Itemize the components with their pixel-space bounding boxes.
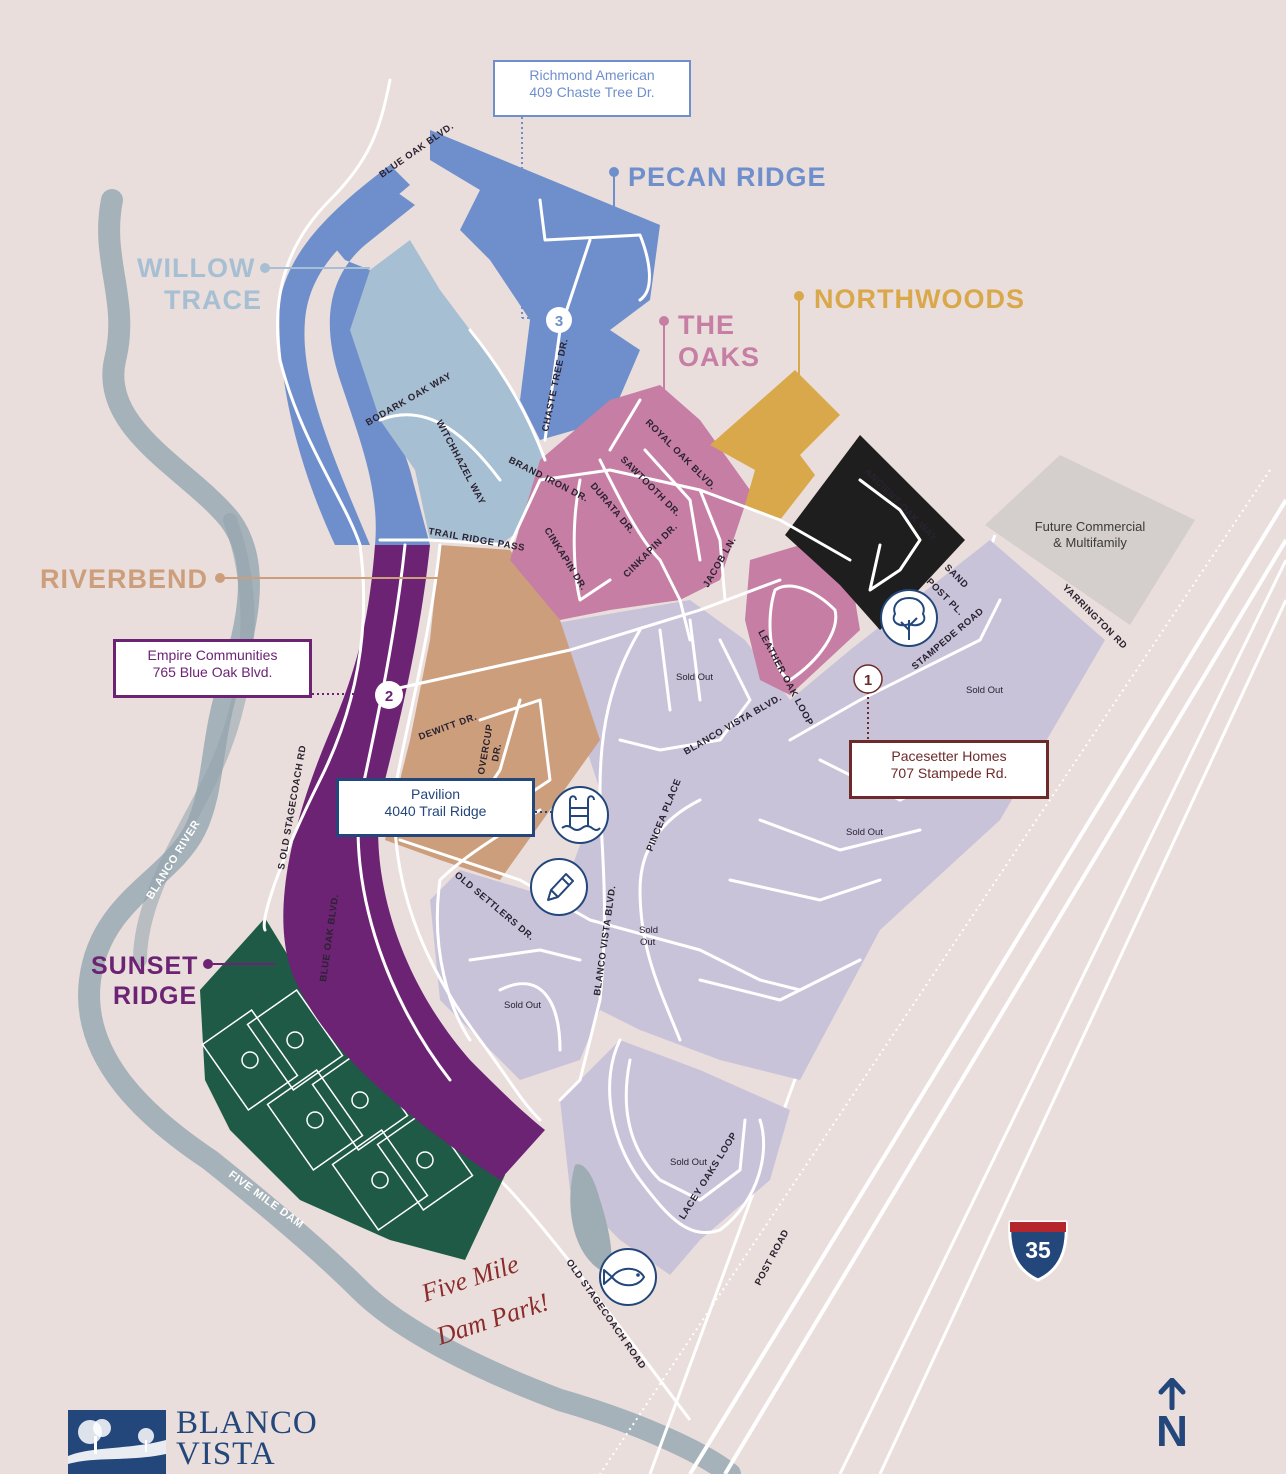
callout-pavilion-line2: 4040 Trail Ridge (384, 803, 487, 819)
sold-out-label: Sold Out (966, 685, 1003, 696)
callout-empire-communities[interactable]: Empire Communities 765 Blue Oak Blvd. (113, 639, 312, 698)
riverbend-label: RIVERBEND (40, 564, 208, 594)
callout-richmond-line2: 409 Chaste Tree Dr. (529, 84, 655, 100)
marker-2[interactable]: 2 (375, 681, 403, 709)
road-label-overcup-2: DR. (490, 743, 504, 763)
sold-out-label: Sold Out (676, 672, 713, 683)
logo-emblem (68, 1410, 166, 1474)
callout-connectors (312, 117, 869, 813)
fish-icon[interactable] (599, 1248, 657, 1306)
ancient-oak-area (785, 435, 965, 630)
sold-out-labels: Sold Out Sold Out Sold Out Sold Out Sold… (504, 672, 1003, 1168)
callout-pavilion-line1: Pavilion (410, 786, 461, 802)
road-label-post-road: POST ROAD (753, 1228, 792, 1288)
interstate-35-shield: 35 (1008, 1220, 1068, 1282)
neighborhood-labels: PECAN RIDGE WILLOW TRACE NORTHWOODS THE … (40, 162, 1025, 1010)
pecan-ridge-west-strip (279, 165, 410, 545)
callout-richmond-american[interactable]: Richmond American 409 Chaste Tree Dr. (493, 60, 691, 117)
road-network (262, 78, 1002, 1235)
future-commercial-line1: Future Commercial (1034, 519, 1146, 534)
north-letter: N (1156, 1407, 1188, 1456)
willow-trace-label-line2: TRACE (164, 285, 262, 315)
sunset-ridge-label-line1: SUNSET (91, 952, 198, 980)
marker-1-number: 1 (864, 672, 872, 689)
the-oaks-label-line2: OAKS (678, 342, 760, 372)
callout-empire-line1: Empire Communities (147, 647, 278, 663)
pecan-ridge-area (320, 180, 430, 545)
north-indicator: N (1150, 1378, 1194, 1454)
pencil-icon[interactable] (530, 858, 588, 916)
marker-3-number: 3 (555, 313, 563, 330)
callout-empire-line2: 765 Blue Oak Blvd. (152, 664, 273, 680)
willow-trace-area (350, 240, 545, 545)
northwoods-label: NORTHWOODS (814, 284, 1025, 314)
pool-icon[interactable] (551, 786, 609, 844)
pecan-ridge-north-area (430, 130, 660, 440)
northwoods-area (710, 370, 840, 520)
willow-trace-label-line1: WILLOW (137, 253, 255, 283)
logo-wordmark: BLANCO VISTA (176, 1405, 318, 1472)
marker-1[interactable]: 1 (853, 664, 883, 694)
callout-pacesetter-homes[interactable]: Pacesetter Homes 707 Stampede Rd. (849, 740, 1049, 799)
sold-out-area (430, 540, 1105, 1275)
the-oaks-area (510, 385, 750, 620)
road-label-blanco-river: BLANCO RIVER (144, 818, 202, 901)
callout-richmond-line1: Richmond American (529, 67, 655, 83)
logo-line1: BLANCO (176, 1405, 318, 1441)
pecan-ridge-label: PECAN RIDGE (628, 162, 827, 192)
pond (570, 1164, 612, 1272)
future-commercial-line2: & Multifamily (1053, 535, 1127, 550)
interstate-number: 35 (1025, 1237, 1051, 1263)
logo-line2: VISTA (176, 1436, 276, 1472)
five-mile-dam-park-script: Five Mile Dam Park! (417, 1249, 552, 1351)
sold-out-label: Sold Out (670, 1157, 707, 1168)
park-tree-icon[interactable] (880, 589, 938, 647)
sold-out-label: Sold Out (504, 1000, 541, 1011)
sunset-ridge-label-line2: RIDGE (113, 982, 197, 1010)
callout-pacesetter-line2: 707 Stampede Rd. (890, 765, 1008, 781)
blanco-vista-logo: BLANCO VISTA (68, 1405, 338, 1474)
sold-out-label: Sold (639, 925, 658, 936)
north-arrow-icon (1158, 1378, 1186, 1410)
sold-out-label: Out (640, 937, 656, 948)
future-commercial-label: Future Commercial & Multifamily (1010, 519, 1170, 551)
sold-out-label: Sold Out (846, 827, 883, 838)
callout-pacesetter-line1: Pacesetter Homes (891, 748, 1007, 764)
blanco-river (78, 189, 741, 1474)
the-oaks-label-line1: THE (678, 310, 735, 340)
callout-pavilion[interactable]: Pavilion 4040 Trail Ridge (336, 778, 535, 837)
future-commercial-area (985, 455, 1195, 625)
marker-3[interactable]: 3 (546, 307, 572, 333)
marker-2-number: 2 (385, 688, 393, 705)
